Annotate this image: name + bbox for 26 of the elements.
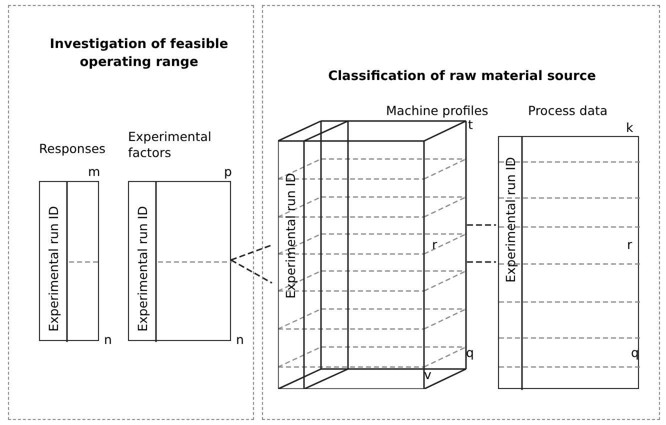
dimension-letter: k [626, 121, 634, 135]
matrix-heading: Responses [39, 141, 106, 157]
matrix-heading: Machine profiles [386, 103, 488, 119]
section-heading: Investigation of feasible operating range [48, 36, 230, 72]
dimension-letter: t [468, 118, 473, 132]
dimension-letter: v [424, 368, 432, 382]
dashed-panel [262, 5, 660, 420]
column-label: Experimental run ID [283, 173, 298, 299]
dimension-letter: q [631, 346, 639, 360]
column-label: Experimental run ID [134, 206, 150, 332]
matrix-heading: Process data [528, 103, 608, 119]
dimension-letter: n [104, 333, 112, 347]
dashed-panel [8, 5, 254, 420]
connector-line [467, 261, 496, 263]
dimension-letter: p [224, 165, 232, 179]
matrix-heading: Experimental factors [128, 129, 212, 161]
connector-line [467, 224, 496, 226]
connector-line [230, 244, 272, 261]
column-label: Experimental run ID [502, 157, 518, 283]
dimension-letter: r [627, 238, 632, 252]
section-heading: Classification of raw material source [327, 68, 597, 86]
column-label: Experimental run ID [46, 206, 60, 332]
dimension-letter: r [432, 238, 438, 252]
dimension-letter: n [236, 333, 244, 347]
dimension-letter: q [466, 346, 474, 360]
dimension-letter: m [88, 165, 100, 179]
